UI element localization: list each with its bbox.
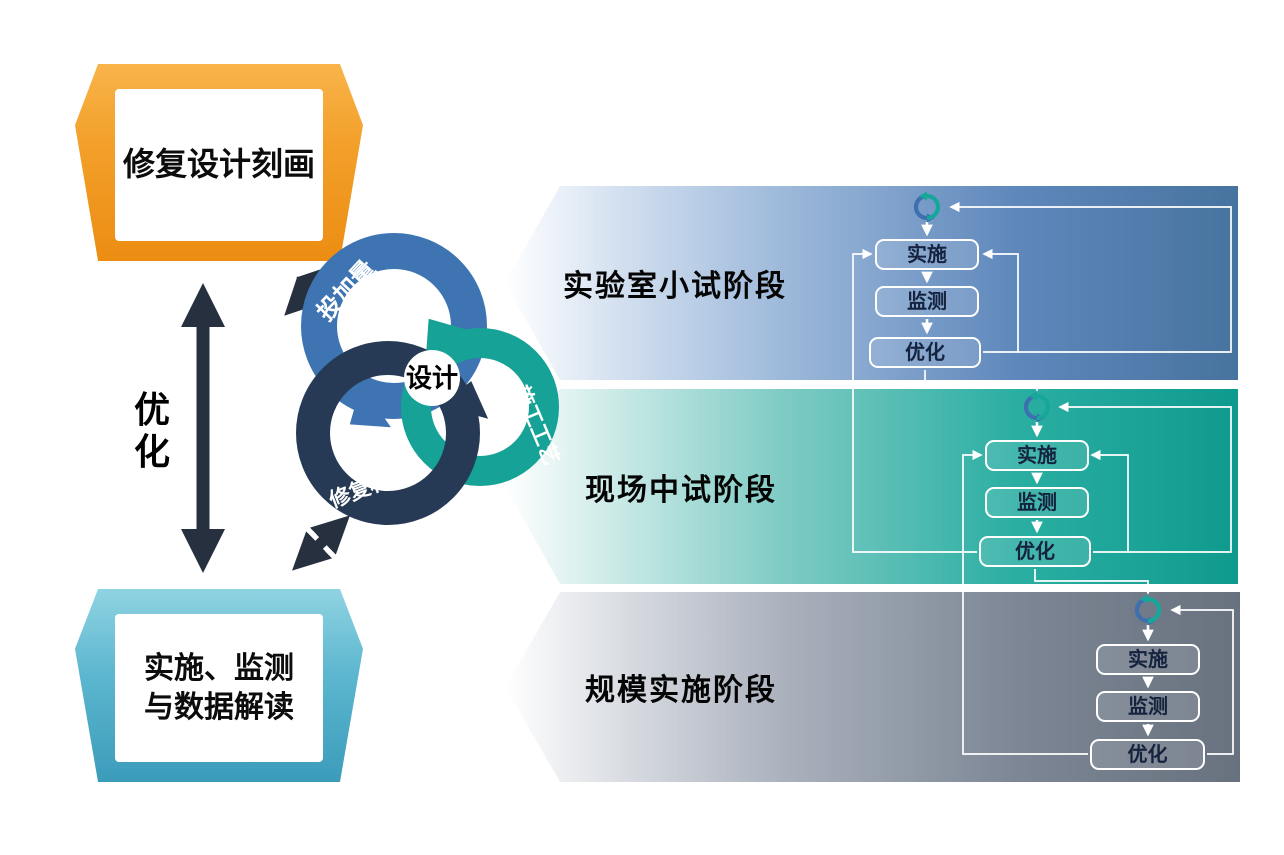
stage-1-step-optimize: 优化 — [869, 337, 981, 368]
dosage-ring-label: 投加量 — [311, 255, 381, 327]
design-label: 设计 — [406, 364, 458, 394]
stage-3-label: 规模实施阶段 — [585, 673, 777, 708]
dosage-ring — [301, 233, 487, 419]
design-box-label: 修复设计刻画 — [122, 145, 315, 184]
stage-3-step-monitor: 监测 — [1096, 691, 1200, 722]
dosage-ring-arrowhead — [334, 384, 391, 446]
stage-3-step-optimize: 优化 — [1090, 739, 1205, 770]
material-ring — [296, 341, 480, 525]
stage-2-step-optimize: 优化 — [979, 536, 1091, 567]
implementation-box-line2: 与数据解读 — [144, 690, 294, 725]
design-characterization-box: 修复设计刻画 — [75, 64, 363, 261]
optimize-label: 优化 — [133, 390, 170, 474]
implementation-box-panel: 实施、监测 与数据解读 — [115, 614, 323, 762]
process-ring-arrowhead — [407, 303, 469, 360]
stage-1-step-implement: 实施 — [875, 239, 979, 270]
stage-1-step-monitor: 监测 — [875, 286, 979, 317]
link-arrow-top — [284, 264, 336, 316]
material-ring-arrowhead — [437, 374, 497, 419]
stage-1-label: 实验室小试阶段 — [563, 269, 787, 304]
design-box-panel: 修复设计刻画 — [115, 89, 323, 241]
stage-2-label: 现场中试阶段 — [585, 472, 777, 508]
stage-band-pilot: 现场中试阶段 — [505, 389, 1238, 584]
implementation-box-line1: 实施、监测 — [144, 651, 294, 686]
implementation-monitoring-box: 实施、监测 与数据解读 — [75, 589, 363, 782]
design-center-pocket — [404, 350, 460, 406]
stage-band-fullscale: 规模实施阶段 — [505, 592, 1240, 782]
stage-2-step-monitor: 监测 — [985, 487, 1089, 518]
link-arrow-bottom — [292, 515, 350, 571]
material-ring-label: 修复材料 — [325, 460, 413, 513]
stage-3-step-implement: 实施 — [1096, 644, 1200, 675]
stage-2-step-implement: 实施 — [985, 440, 1089, 471]
